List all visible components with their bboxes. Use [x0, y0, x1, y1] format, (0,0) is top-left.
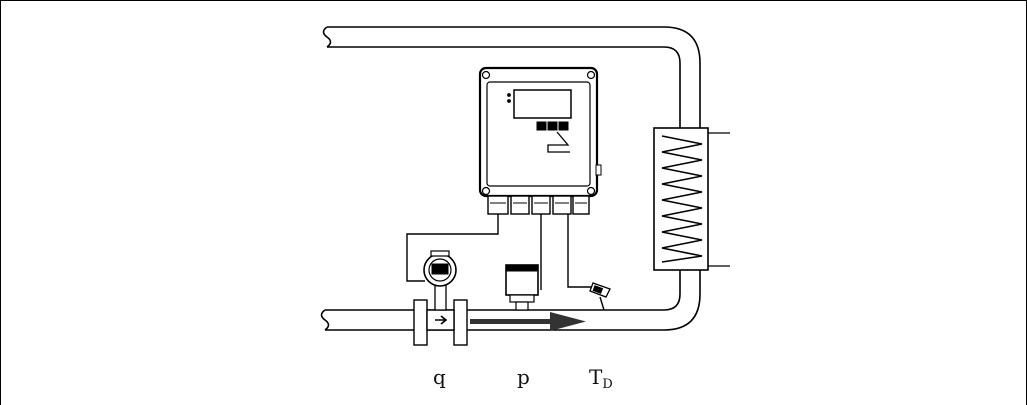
display-screen [513, 89, 572, 119]
temperature-label-main: T [589, 365, 603, 389]
keypad-button [547, 121, 558, 131]
energy-manager-unit [478, 66, 602, 215]
keypad-button [536, 121, 547, 131]
heat-exchanger [653, 127, 730, 271]
keypad-button [558, 121, 569, 131]
temperature-label: TD [589, 365, 613, 392]
pressure-label: p [517, 365, 530, 389]
flow-label: q [433, 365, 446, 389]
temperature-label-subscript: D [602, 377, 613, 392]
flow-transmitter [413, 250, 468, 346]
signal-cables [406, 214, 594, 290]
temperature-sensor [589, 282, 611, 311]
pressure-transmitter [505, 264, 539, 311]
flow-direction-arrow [470, 312, 586, 331]
